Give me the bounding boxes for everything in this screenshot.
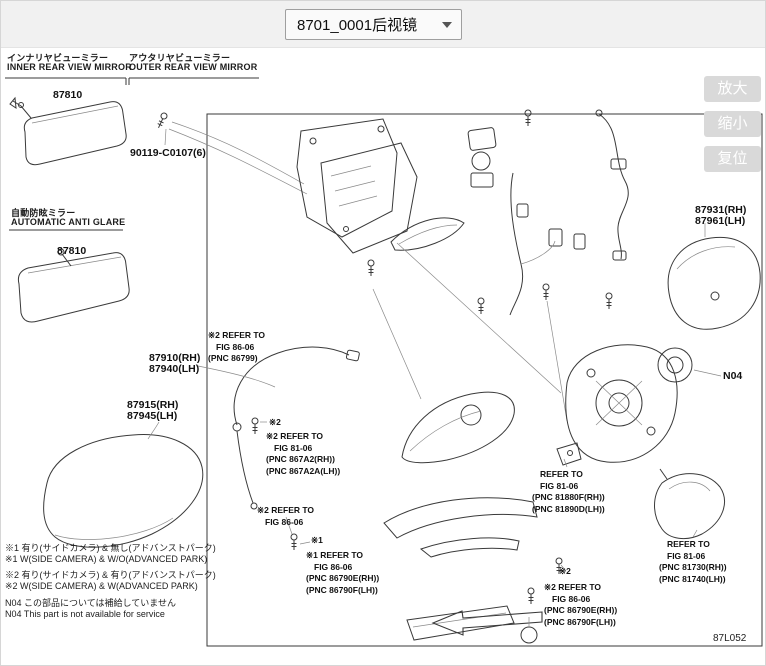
glass-actuator-drawing bbox=[657, 347, 722, 383]
note-pnc-81730: REFER TO FIG 81-06 (PNC 81730(RH)) (PNC … bbox=[659, 539, 727, 584]
inner-mirror-header-en: INNER REAR VIEW MIRROR bbox=[7, 62, 132, 72]
garnish-strips-drawing bbox=[383, 497, 538, 558]
part-label-glass-rh: 87931(RH) bbox=[695, 204, 747, 216]
note-pnc-86799: ※2 REFER TO FIG 86-06 (PNC 86799) bbox=[208, 330, 266, 363]
part-label-inner-mirror: 87810 bbox=[53, 89, 83, 101]
antiglare-mirror-drawing bbox=[17, 248, 130, 323]
corner-lamp-drawing bbox=[654, 468, 725, 540]
note-pnc-867a2: ※2 REFER TO FIG 81-06 (PNC 867A2(RH)) (P… bbox=[266, 431, 341, 476]
note-flag-2b: ※2 bbox=[559, 566, 571, 576]
bracket-plates-drawing bbox=[296, 118, 418, 254]
part-label-outer-mirror-lh: 87940(LH) bbox=[149, 363, 200, 375]
figure-selector-value: 8701_0001后视镜 bbox=[297, 17, 418, 34]
note-fig-86-06: ※2 REFER TO FIG 86-06 bbox=[257, 505, 315, 527]
outer-mirror-header-jp: アウタリヤビューミラー bbox=[129, 53, 231, 63]
inner-mirror-header-jp: インナリヤビューミラー bbox=[7, 53, 109, 63]
note-pnc-86790-strip: ※2 REFER TO FIG 86-06 (PNC 86790E(RH)) (… bbox=[544, 582, 618, 627]
bottom-strip-drawing bbox=[406, 605, 543, 644]
harness-right-drawing bbox=[595, 109, 629, 261]
part-label-outer-mirror-rh: 87910(RH) bbox=[149, 352, 201, 364]
zoom-out-button[interactable]: 缩小 bbox=[704, 111, 761, 137]
mirror-glass-drawing bbox=[667, 223, 761, 330]
zoom-in-button[interactable]: 放大 bbox=[704, 76, 761, 102]
footnote-n04-en: N04 This part is not available for servi… bbox=[5, 609, 165, 619]
footnote-2-jp: ※2 有り(サイドカメラ) & 有り(アドバンストパーク) bbox=[5, 570, 216, 580]
figure-code: 87L052 bbox=[713, 633, 747, 644]
inner-mirror-drawing bbox=[9, 96, 127, 166]
part-label-cover-lh: 87945(LH) bbox=[127, 410, 178, 422]
antiglare-header-jp: 自動防眩ミラー bbox=[11, 208, 76, 218]
upper-actuator-drawing bbox=[467, 109, 532, 188]
mirror-cover-drawing bbox=[43, 421, 204, 548]
footnote-1-jp: ※1 有り(サイドカメラ) & 無し(アドバンストパーク) bbox=[5, 543, 216, 553]
note-pnc-86790-lower: ※1 REFER TO FIG 86-06 (PNC 86790E(RH)) (… bbox=[306, 550, 380, 595]
mirror-wire-drawing bbox=[197, 346, 360, 510]
note-flag-1: ※1 bbox=[311, 535, 323, 545]
reset-view-button[interactable]: 复位 bbox=[704, 146, 761, 172]
part-label-n04: N04 bbox=[723, 370, 743, 382]
footnote-2-en: ※2 W(SIDE CAMERA) & W(ADVANCED PARK) bbox=[5, 581, 198, 591]
note-flag-2a: ※2 bbox=[269, 417, 281, 427]
part-label-glass-lh: 87961(LH) bbox=[695, 215, 746, 227]
antiglare-header-en: AUTOMATIC ANTI GLARE bbox=[11, 217, 126, 227]
note-pnc-81880: REFER TO FIG 81-06 (PNC 81880F(RH)) (PNC… bbox=[532, 469, 605, 514]
part-label-mount-screw: 90119-C0107(6) bbox=[130, 147, 206, 159]
footnote-1-en: ※1 W(SIDE CAMERA) & W/O(ADVANCED PARK) bbox=[5, 554, 208, 564]
topbar: 8701_0001后视镜 bbox=[1, 1, 765, 48]
chevron-down-icon bbox=[442, 21, 452, 28]
wing-blade-drawing bbox=[390, 217, 465, 251]
part-label-antiglare-mirror: 87810 bbox=[57, 245, 87, 257]
mirror-housing-drawing bbox=[565, 344, 678, 463]
diagram-frame bbox=[206, 113, 763, 647]
zoom-controls: 放大 缩小 复位 bbox=[704, 76, 761, 172]
base-cover-drawing bbox=[556, 442, 582, 468]
figure-selector-dropdown[interactable]: 8701_0001后视镜 bbox=[285, 9, 462, 40]
footnote-n04-jp: N04 この部品については補給していません bbox=[5, 598, 177, 608]
lower-cover-drawing bbox=[401, 391, 515, 464]
harness-center-drawing bbox=[509, 172, 586, 316]
mount-screw-drawing bbox=[155, 111, 308, 195]
part-label-cover-rh: 87915(RH) bbox=[127, 399, 179, 411]
outer-mirror-header-en: OUTER REAR VIEW MIRROR bbox=[129, 62, 258, 72]
